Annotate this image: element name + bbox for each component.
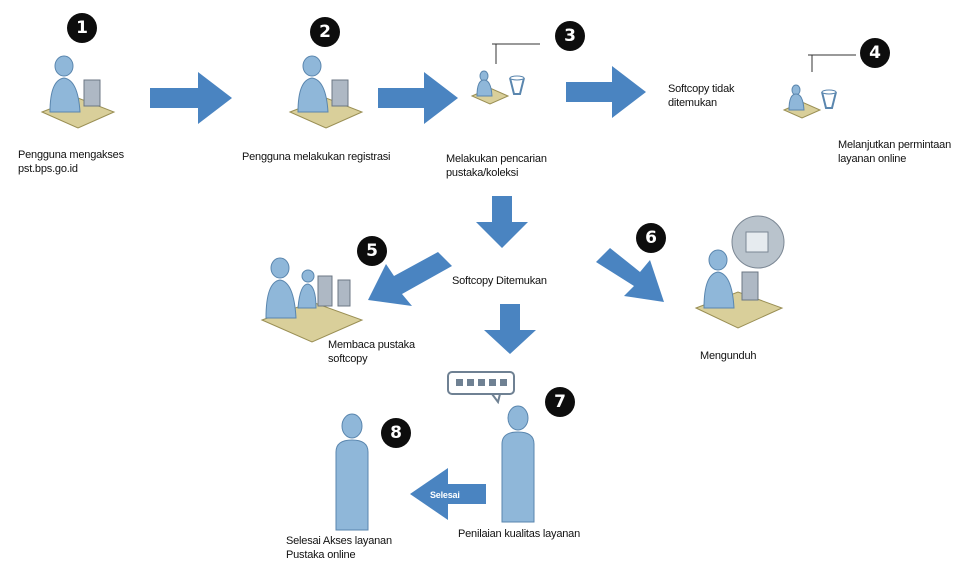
step-7-badge: 7 (545, 387, 575, 417)
step-1-label: Pengguna mengakses pst.bps.go.id (18, 149, 124, 175)
downloading-user-icon (694, 215, 785, 329)
step-2-badge: 2 (310, 17, 340, 47)
step-8-badge: 8 (381, 418, 411, 448)
not-found-label: Softcopy tidak ditemukan (668, 83, 735, 109)
online-request-icon (782, 84, 837, 119)
evaluating-user-icon (501, 405, 535, 523)
searching-user-icon (470, 70, 525, 105)
step-7-label: Penilaian kualitas layanan (458, 528, 580, 540)
arrow-step1-to-step2 (150, 72, 232, 124)
arrow-step3-to-not-found (566, 66, 646, 118)
step-8-label: Selesai Akses layanan Pustaka online (286, 535, 392, 561)
arrow-down-to-step7 (484, 304, 536, 354)
step-5-label: Membaca pustaka softcopy (328, 339, 415, 365)
arrow-step2-to-step3 (378, 72, 458, 124)
step-1-badge: 1 (67, 13, 97, 43)
arrow-found-to-step6 (596, 248, 664, 302)
arrow-step7-to-step8 (410, 468, 486, 520)
user-registering-icon (288, 55, 364, 129)
rating-bubble-icon (447, 371, 515, 404)
step-3-badge: 3 (555, 21, 585, 51)
step-2-label: Pengguna melakukan registrasi (242, 151, 391, 163)
finish-arrow-label: Selesai (430, 490, 460, 500)
step-3-label: Melakukan pencarian pustaka/koleksi (446, 153, 547, 179)
found-label: Softcopy Ditemukan (452, 275, 547, 287)
step-4-label: Melanjutkan permintaan layanan online (838, 139, 952, 165)
step-6-badge: 6 (636, 223, 666, 253)
step-6-label: Mengunduh (700, 350, 757, 362)
user-at-desk-icon (40, 55, 116, 129)
finished-user-icon (335, 413, 369, 531)
step-5-badge: 5 (357, 236, 387, 266)
reading-softcopy-icon (260, 257, 364, 343)
arrow-down-to-found (476, 196, 528, 248)
arrow-found-to-step5 (368, 252, 452, 306)
step-4-badge: 4 (860, 38, 890, 68)
